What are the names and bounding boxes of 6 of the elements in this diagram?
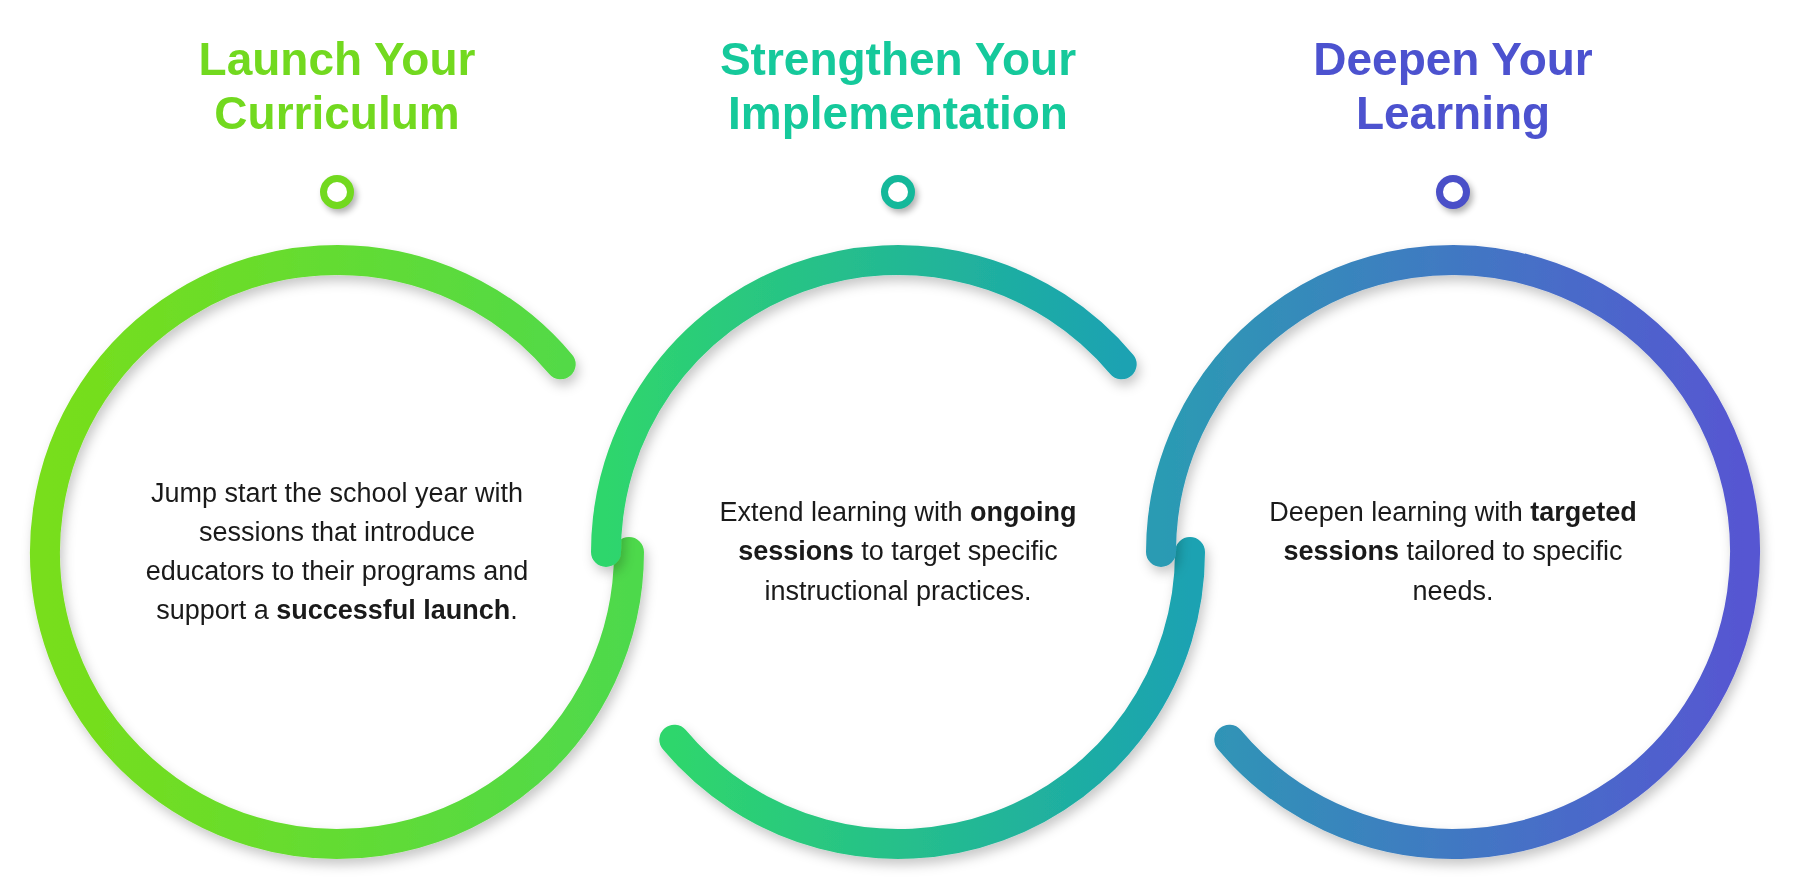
stage-description: Deepen learning with targeted sessions tailored to specific needs. [1268,496,1638,608]
stage-title: Deepen Your Learning [1312,32,1594,141]
stage-title: Launch Your Curriculum [197,32,477,141]
stage-description: Jump start the school year with sessions that introduce educators to their programs and support a successful launch. [144,476,530,628]
stage-description: Extend learning with ongoing sessions to target specific instructional practices. [718,496,1078,608]
stage-title: Strengthen Your Implementation [718,32,1078,141]
